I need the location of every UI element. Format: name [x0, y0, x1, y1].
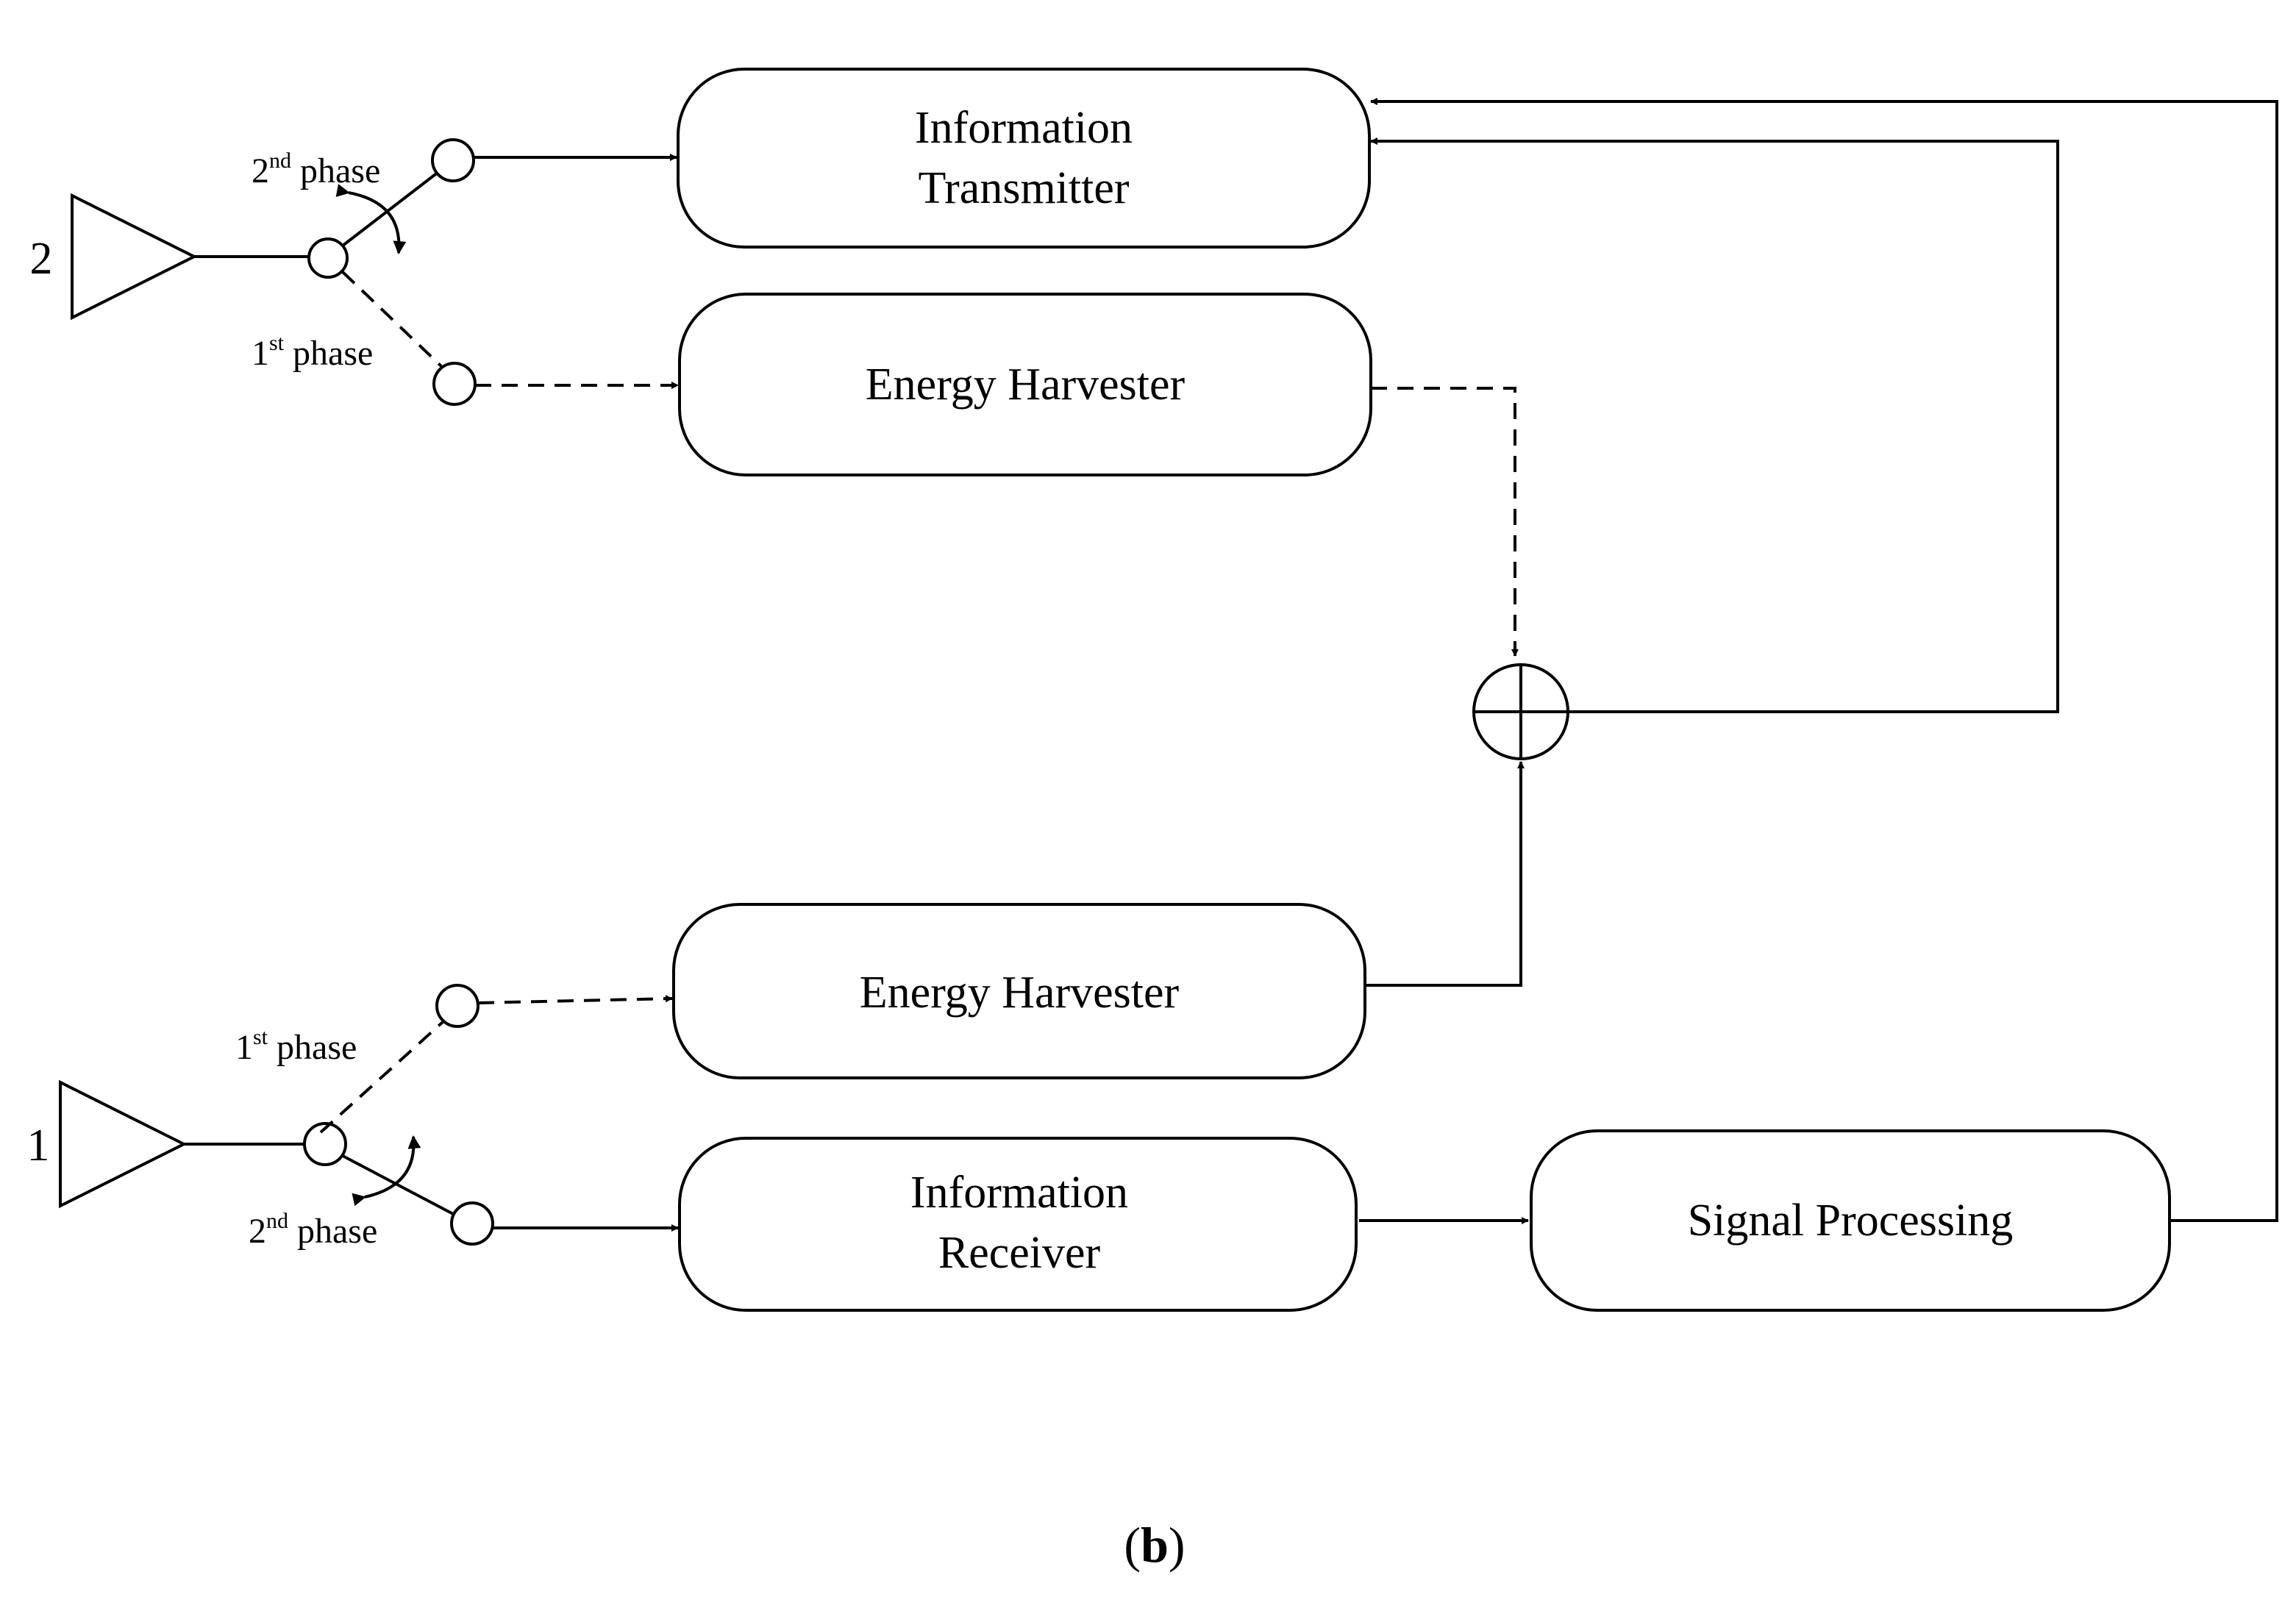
figure-caption: (b): [1124, 1517, 1185, 1573]
antenna-1: 1: [27, 1079, 304, 1209]
switch-top-toggle-arrow-icon: [335, 184, 407, 254]
information-receiver-label-line1: Information: [910, 1168, 1128, 1218]
switch-bottom-lower-node: [450, 1201, 494, 1246]
antenna-2-label: 2: [30, 234, 53, 284]
energy-harvester-top-block: Energy Harvester: [678, 293, 1372, 476]
arrow-signal-processing-to-info-transmitter: [1370, 98, 2278, 1222]
energy-harvester-bottom-block: Energy Harvester: [672, 903, 1366, 1079]
switch-bottom: 1st phase 2nd phase: [235, 984, 494, 1251]
switch-top: 2nd phase 1st phase: [252, 138, 477, 406]
arrow-eh-bottom-to-summing-junction: [1365, 761, 1525, 987]
antenna-1-label: 1: [27, 1121, 50, 1171]
switch-top-pivot-node: [307, 237, 349, 279]
antenna-1-triangle-icon: [59, 1079, 188, 1209]
switch-bottom-arm: [342, 1154, 455, 1216]
arrow-switch-to-energy-harvester-bottom: [477, 995, 673, 1004]
arrow-eh-top-to-summing-junction: [1371, 387, 1519, 657]
switch-top-dashed-arm: [341, 271, 443, 368]
summing-junction: [1472, 663, 1569, 760]
energy-harvester-bottom-label: Energy Harvester: [860, 968, 1180, 1018]
switch-top-upper-node: [431, 138, 475, 182]
information-transmitter-label-line1: Information: [915, 103, 1133, 153]
switch-bottom-upper-node: [435, 984, 479, 1028]
information-transmitter-block: Information Transmitter: [677, 68, 1371, 249]
switch-bottom-toggle-arrow-icon: [352, 1135, 421, 1207]
phase-label-top-upper: 2nd phase: [252, 149, 380, 190]
antenna-2: 2: [30, 193, 309, 321]
information-receiver-block: Information Receiver: [678, 1137, 1358, 1312]
information-transmitter-label-line2: Transmitter: [918, 163, 1129, 213]
information-receiver-label-line2: Receiver: [938, 1228, 1101, 1278]
antenna-2-triangle-icon: [71, 193, 198, 321]
phase-label-top-lower: 1st phase: [252, 331, 373, 373]
energy-harvester-top-label: Energy Harvester: [866, 360, 1186, 410]
switch-top-lower-node: [432, 362, 477, 406]
switch-bottom-dashed-arm: [319, 1021, 444, 1134]
switch-bottom-pivot-node: [303, 1122, 347, 1166]
signal-processing-block: Signal Processing: [1530, 1129, 2171, 1312]
arrow-summing-junction-to-info-transmitter: [1370, 137, 2059, 713]
signal-processing-label: Signal Processing: [1688, 1196, 2014, 1246]
phase-label-bottom-lower: 2nd phase: [249, 1209, 377, 1251]
phase-label-bottom-upper: 1st phase: [235, 1025, 357, 1067]
